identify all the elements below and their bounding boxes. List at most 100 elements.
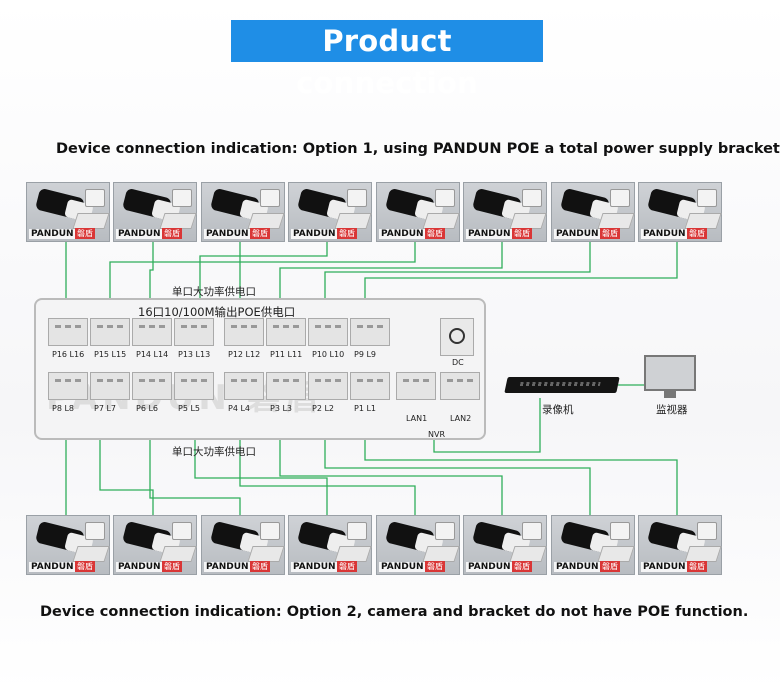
top-port-4-label: P13 L13 bbox=[178, 350, 211, 359]
wire-15 bbox=[324, 440, 591, 515]
nvr-recorder-device bbox=[504, 377, 620, 393]
bottom-port-2-label: P7 L7 bbox=[94, 404, 117, 413]
camera-brand-cn: 磐盾 bbox=[162, 561, 182, 572]
camera-brand-cn: 磐盾 bbox=[250, 228, 270, 239]
mount-plate bbox=[522, 522, 542, 540]
bottom-port-1-label: P8 L8 bbox=[52, 404, 75, 413]
wire-13 bbox=[239, 440, 416, 515]
camera-brand: PANDUN bbox=[204, 562, 251, 572]
wire-11 bbox=[149, 440, 241, 515]
camera-brand-cn: 磐盾 bbox=[337, 228, 357, 239]
camera-brand-cn: 磐盾 bbox=[425, 561, 445, 572]
top-port-7-label: P10 L10 bbox=[312, 350, 345, 359]
bottom-port-7-label: P2 L2 bbox=[312, 404, 335, 413]
top-port-2-port bbox=[90, 318, 130, 346]
camera-brand: PANDUN bbox=[379, 562, 426, 572]
mount-plate bbox=[610, 522, 630, 540]
lan1-port bbox=[396, 372, 436, 400]
bottom-port-8-port bbox=[350, 372, 390, 400]
mount-plate bbox=[347, 189, 367, 207]
bottom-port-5-label: P4 L4 bbox=[228, 404, 251, 413]
mount-plate bbox=[697, 522, 717, 540]
wire-3 bbox=[109, 242, 241, 298]
top-port-4-port bbox=[174, 318, 214, 346]
mount-plate bbox=[85, 522, 105, 540]
top-port-8-label: P9 L9 bbox=[354, 350, 377, 359]
mount-plate bbox=[172, 522, 192, 540]
poe-switch: PANDUN 磐盾 16口10/100M输出POE供电口 P16 L16P15 … bbox=[34, 298, 486, 440]
bottom-port-8-label: P1 L1 bbox=[354, 404, 377, 413]
wire-7 bbox=[324, 242, 591, 298]
bottom-port-7-port bbox=[308, 372, 348, 400]
dc-power-jack bbox=[440, 318, 474, 356]
bottom-port-4-label: P5 L5 bbox=[178, 404, 201, 413]
bottom-port-3-port bbox=[132, 372, 172, 400]
bottom-port-6-port bbox=[266, 372, 306, 400]
switch-title: 16口10/100M输出POE供电口 bbox=[138, 305, 296, 319]
recorder-label: 录像机 bbox=[542, 404, 574, 416]
top-port-7-port bbox=[308, 318, 348, 346]
camera-brand-cn: 磐盾 bbox=[162, 228, 182, 239]
camera-brand: PANDUN bbox=[116, 562, 163, 572]
camera-brand: PANDUN bbox=[466, 562, 513, 572]
top-port-5-port bbox=[224, 318, 264, 346]
camera-brand: PANDUN bbox=[29, 229, 76, 239]
camera-brand-cn: 磐盾 bbox=[75, 561, 95, 572]
camera-brand: PANDUN bbox=[641, 229, 688, 239]
wire-10 bbox=[99, 440, 154, 515]
camera-brand: PANDUN bbox=[641, 562, 688, 572]
wire-16 bbox=[364, 440, 678, 515]
camera-brand: PANDUN bbox=[29, 562, 76, 572]
monitor-icon bbox=[644, 355, 696, 391]
camera-brand: PANDUN bbox=[554, 562, 601, 572]
mount-plate bbox=[435, 522, 455, 540]
wire-6 bbox=[279, 242, 503, 298]
camera-brand-cn: 磐盾 bbox=[687, 561, 707, 572]
lan2-label: LAN2 bbox=[450, 414, 472, 423]
mount-plate bbox=[697, 189, 717, 207]
nvr-port-label: NVR bbox=[428, 430, 446, 439]
camera-brand-cn: 磐盾 bbox=[600, 561, 620, 572]
camera-brand: PANDUN bbox=[466, 229, 513, 239]
lan2-port bbox=[440, 372, 480, 400]
top-port-8-port bbox=[350, 318, 390, 346]
wire-17 bbox=[433, 398, 541, 453]
camera-brand: PANDUN bbox=[291, 229, 338, 239]
top-port-3-label: P14 L14 bbox=[136, 350, 169, 359]
camera-brand: PANDUN bbox=[116, 229, 163, 239]
top-port-1-label: P16 L16 bbox=[52, 350, 85, 359]
camera-brand: PANDUN bbox=[204, 229, 251, 239]
top-port-6-port bbox=[266, 318, 306, 346]
camera-brand-cn: 磐盾 bbox=[600, 228, 620, 239]
lan1-label: LAN1 bbox=[406, 414, 428, 423]
top-port-5-label: P12 L12 bbox=[228, 350, 261, 359]
bottom-feed-label: 单口大功率供电口 bbox=[172, 446, 256, 458]
camera-brand-cn: 磐盾 bbox=[687, 228, 707, 239]
wire-12 bbox=[194, 440, 328, 515]
camera-brand-cn: 磐盾 bbox=[250, 561, 270, 572]
caption-option-2: Device connection indication: Option 2, … bbox=[40, 604, 749, 620]
caption-option-1: Device connection indication: Option 1, … bbox=[56, 141, 780, 157]
top-port-2-label: P15 L15 bbox=[94, 350, 127, 359]
monitor-label: 监视器 bbox=[656, 404, 688, 416]
mount-plate bbox=[172, 189, 192, 207]
title-banner: Product connection bbox=[231, 20, 543, 100]
wire-4 bbox=[199, 242, 328, 298]
camera-brand-cn: 磐盾 bbox=[337, 561, 357, 572]
top-feed-label: 单口大功率供电口 bbox=[172, 286, 256, 298]
mount-plate bbox=[435, 189, 455, 207]
